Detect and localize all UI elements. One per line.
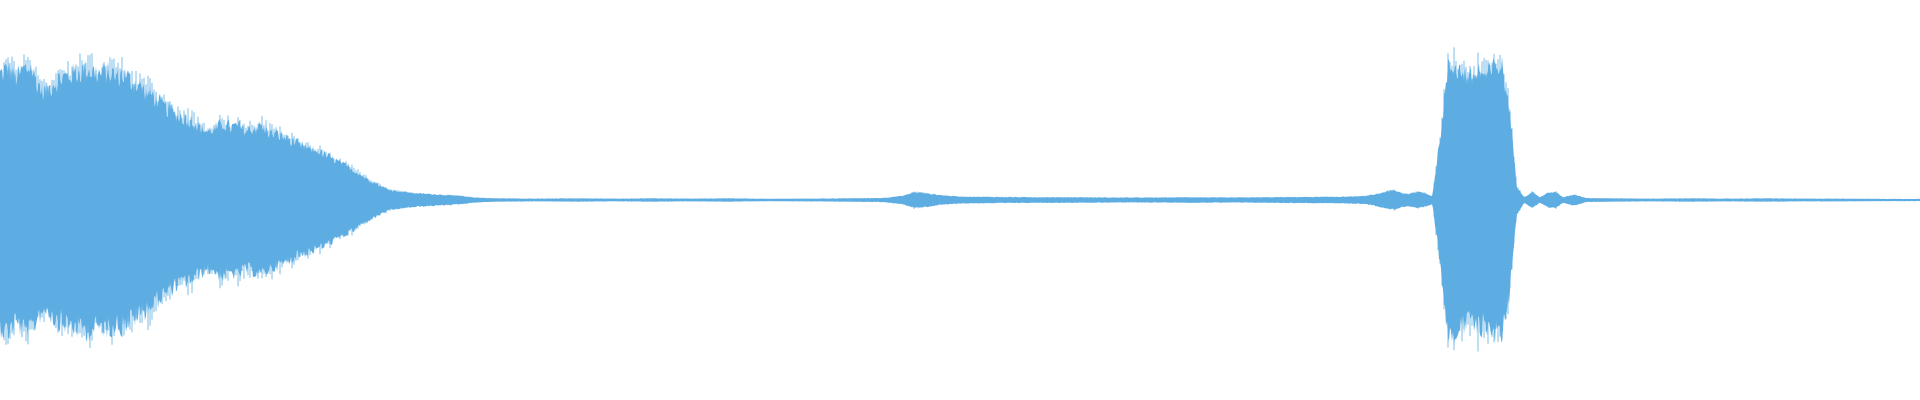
waveform-fill (0, 56, 1920, 347)
